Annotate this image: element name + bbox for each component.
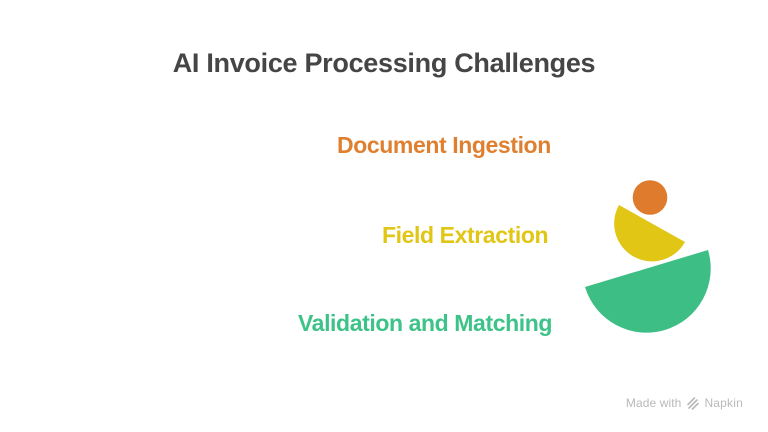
stage-1-circle-orange (632, 180, 668, 215)
stage-3-semicircle-green (585, 250, 711, 333)
stage-label-document-ingestion: Document Ingestion (337, 132, 551, 158)
page-title: AI Invoice Processing Challenges (172, 48, 596, 78)
made-with-text: Made with (625, 396, 682, 410)
stage-label-field-extraction: Field Extraction (382, 222, 549, 248)
stage-2-semicircle-yellow (614, 205, 685, 262)
napkin-logo-icon (687, 397, 700, 410)
napkin-brand-text: Napkin (704, 396, 743, 410)
napkin-watermark[interactable]: Made with Napkin (626, 396, 743, 410)
stage-label-validation-matching: Validation and Matching (298, 310, 553, 336)
